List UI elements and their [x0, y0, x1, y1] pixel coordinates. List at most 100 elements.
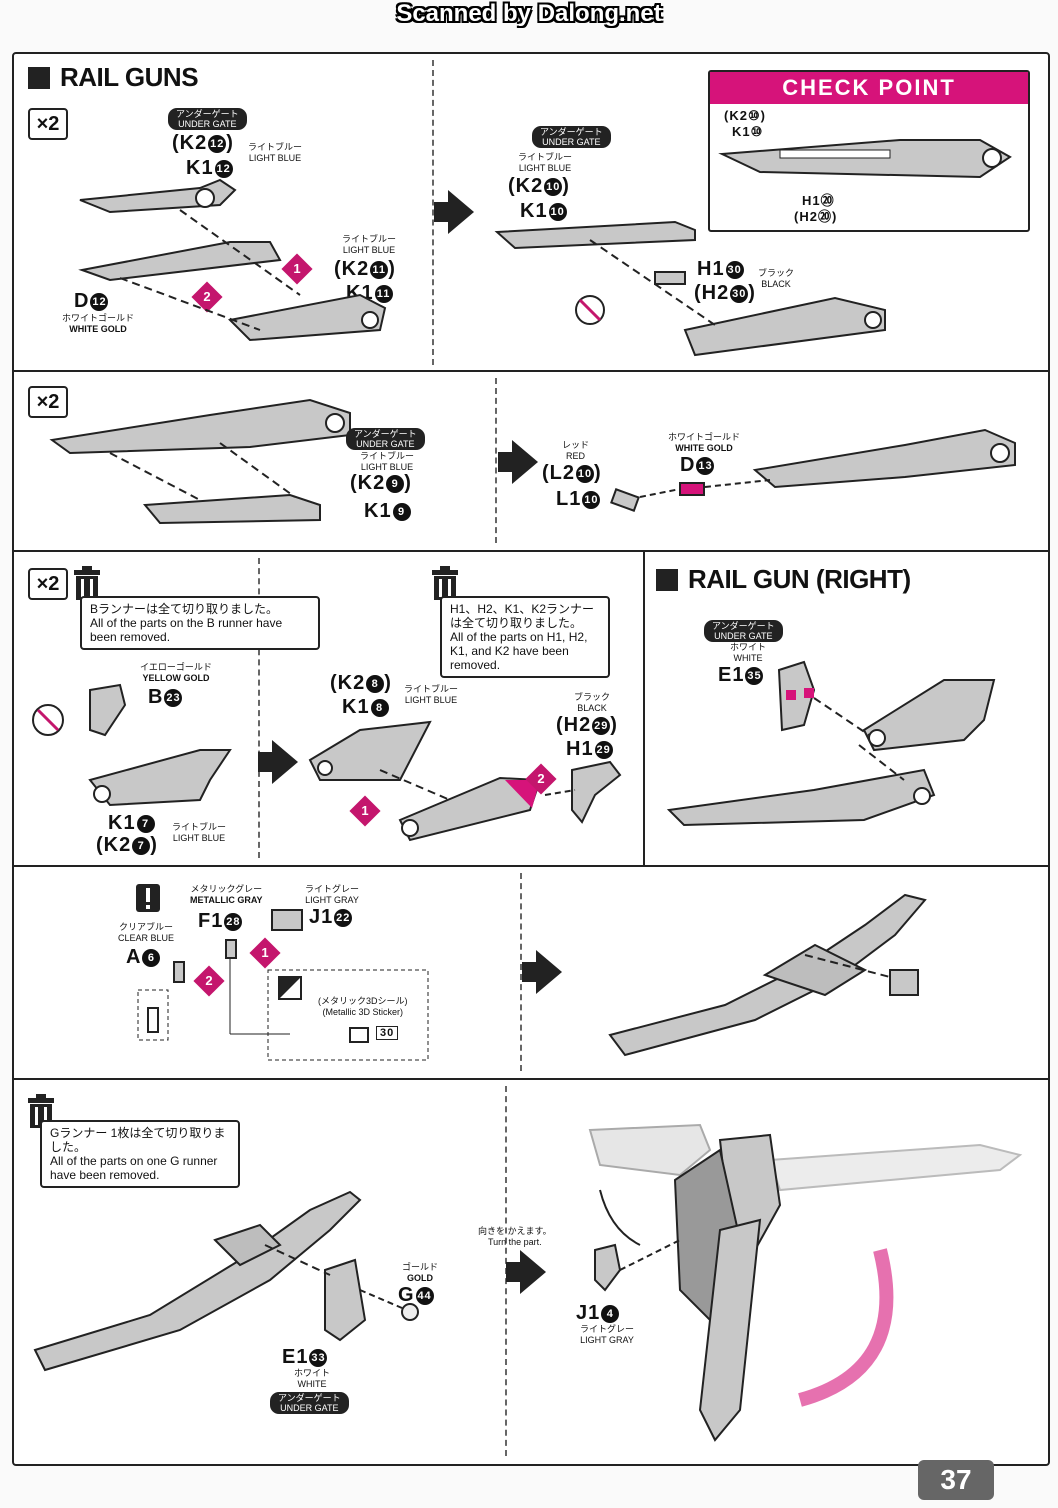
divider	[12, 550, 1048, 552]
check-point-illustration	[718, 139, 1012, 179]
rail-gun-assembly-illustration	[608, 893, 927, 1057]
sticker-number: 30	[376, 1026, 399, 1040]
runner-removed-note: H1、H2、K1、K2ランナーは全て切り取りました。All of the par…	[440, 596, 610, 678]
rail-gun-assembly-illustration	[494, 220, 886, 357]
quantity-multiplier: ×2	[28, 386, 68, 418]
divider	[12, 865, 1048, 867]
sticker-label: (メタリック3Dシール)(Metallic 3D Sticker)	[318, 996, 408, 1017]
turned-rail-gun-illustration	[588, 1123, 1023, 1442]
step-marker: 2	[525, 763, 557, 795]
sensor-parts-illustration	[137, 909, 429, 1061]
turn-part-note: 向きを かえます。Turn the part.	[478, 1226, 552, 1247]
divider	[12, 370, 1048, 372]
caution-icon	[136, 884, 160, 912]
quantity-multiplier: ×2	[28, 568, 68, 600]
step-separator	[432, 60, 434, 365]
step-separator	[258, 558, 260, 858]
check-point-label: K1⑩	[732, 124, 764, 139]
step-marker: 2	[193, 965, 225, 997]
next-step-arrow	[434, 190, 474, 234]
rail-gun-assembly-illustration	[49, 398, 351, 525]
step-separator	[495, 378, 497, 543]
runner-removed-note: Bランナーは全て切り取りました。All of the parts on the …	[80, 596, 320, 650]
rail-gun-part-illustration	[32, 683, 232, 807]
divider	[12, 1078, 1048, 1080]
rail-gun-parts-illustration	[78, 178, 387, 342]
scan-credit: Scanned by Dalong.net	[396, 0, 662, 27]
next-step-arrow	[506, 1250, 546, 1294]
step-marker: 1	[249, 937, 281, 969]
rail-gun-right-illustration	[666, 660, 996, 827]
trash-icon	[432, 566, 458, 600]
section-title-rail-guns: RAIL GUNS	[28, 62, 199, 93]
rail-gun-assembly-illustration	[610, 428, 1016, 512]
divider	[643, 550, 645, 866]
step-separator	[520, 873, 522, 1071]
quantity-multiplier: ×2	[28, 108, 68, 140]
runner-removed-note: Gランナー 1枚は全て切り取りました。All of the parts on o…	[40, 1120, 240, 1188]
check-point-title: CHECK POINT	[710, 72, 1028, 104]
next-step-arrow	[522, 950, 562, 994]
rail-gun-part-illustration	[308, 720, 622, 842]
page-number: 37	[918, 1460, 994, 1500]
next-step-arrow	[258, 740, 298, 784]
check-point-label: H1⑳	[802, 193, 835, 208]
step-marker: 1	[349, 795, 381, 827]
check-point-label: (H2⑳)	[794, 209, 838, 224]
trash-icon	[74, 566, 100, 600]
square-bullet-icon	[656, 568, 678, 591]
check-point-label: (K2⑩)	[724, 108, 766, 123]
rail-gun-assembly-illustration	[33, 1190, 419, 1372]
